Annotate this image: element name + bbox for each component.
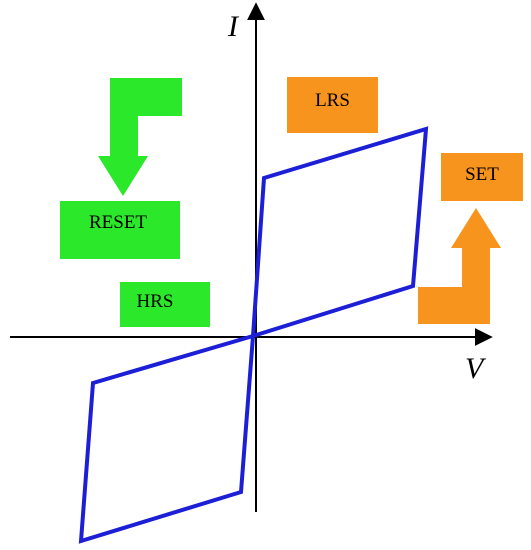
- set-label: SET: [465, 164, 499, 185]
- reset-box: [60, 201, 180, 259]
- negative-hysteresis-loop: [78, 333, 256, 544]
- lrs-label: LRS: [315, 90, 350, 111]
- y-axis-label: I: [228, 10, 238, 43]
- positive-hysteresis-loop: [250, 126, 429, 339]
- hrs-box: [120, 282, 210, 327]
- hrs-label: HRS: [136, 291, 174, 312]
- reset-label: RESET: [88, 212, 148, 233]
- reset-arrow: [98, 78, 182, 196]
- x-axis-label: V: [465, 352, 484, 385]
- set-arrow: [418, 208, 501, 324]
- set-box: [441, 153, 523, 201]
- lrs-box: [287, 77, 378, 133]
